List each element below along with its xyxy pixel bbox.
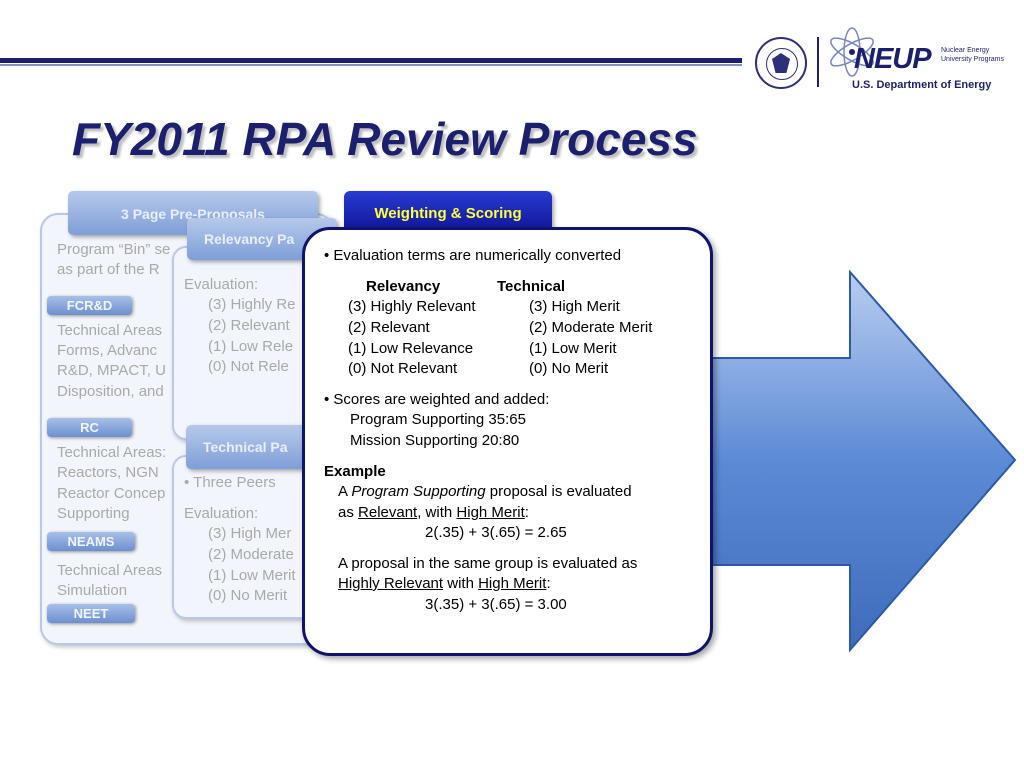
example-heading: Example [324, 463, 386, 480]
example1-line2: as Relevant, with High Merit: [338, 503, 529, 524]
relevancy-cell: (0) Not Relevant [348, 360, 458, 377]
example1-technical: High Merit [456, 504, 525, 521]
program-text-line: Forms, Advanc [57, 342, 158, 359]
program-label-neams: NEAMS [47, 532, 135, 551]
bin-text-line: as part of the R [57, 261, 160, 278]
atom-icon [830, 27, 874, 77]
example1-as: as [338, 504, 359, 521]
program-text-line: Supporting [57, 505, 130, 522]
relevancy-cell: (3) Highly Relevant [348, 298, 476, 315]
relevancy-item: (2) Relevant [208, 317, 290, 334]
example1-with: , with [417, 504, 457, 521]
technical-cell: (3) High Merit [529, 298, 620, 315]
example1-program-type: Program Supporting [351, 483, 486, 500]
technical-item: (3) High Mer [208, 525, 292, 542]
example1-rest: proposal is evaluated [485, 483, 632, 500]
example1-relevancy: Relevant [358, 504, 418, 521]
doe-seal-icon [755, 37, 807, 89]
program-label-fcrd: FCR&D [47, 296, 132, 315]
technical-item: (2) Moderate [208, 546, 294, 563]
program-text-line: Simulation [57, 582, 128, 599]
example2-with: with [443, 575, 479, 592]
example1-formula: 2(.35) + 3(.65) = 2.65 [425, 524, 567, 541]
program-label-neet: NEET [47, 604, 135, 623]
example2-line1: A proposal in the same group is evaluate… [338, 555, 638, 572]
logo-divider [817, 37, 819, 87]
technical-item: (1) Low Merit [208, 567, 296, 584]
technical-evaluation-label: Evaluation: [184, 505, 259, 522]
relevancy-panel [172, 246, 326, 440]
relevancy-cell: (2) Relevant [348, 319, 430, 336]
scoring-bullet-2: • Scores are weighted and added: [324, 391, 550, 408]
relevancy-evaluation-label: Evaluation: [184, 276, 259, 293]
example2-technical: High Merit [478, 575, 547, 592]
col-header-technical: Technical [497, 278, 566, 295]
col-header-relevancy: Relevancy [366, 278, 441, 295]
technical-bullet: • Three Peers [184, 474, 276, 491]
program-text-line: R&D, MPACT, U [57, 362, 166, 379]
example2-relevancy: Highly Relevant [338, 575, 444, 592]
weight-line: Program Supporting 35:65 [350, 411, 526, 428]
scoring-bullet-1-text: Evaluation terms are numerically convert… [333, 247, 622, 264]
weighting-scoring-panel [302, 227, 713, 656]
header-rule [0, 58, 742, 63]
relevancy-item: (1) Low Rele [208, 338, 294, 355]
example1-colon: : [524, 504, 529, 521]
neup-wordmark: NEUP [854, 43, 932, 75]
program-text-line: Technical Areas [57, 322, 163, 339]
example1-line1: A Program Supporting proposal is evaluat… [338, 482, 632, 503]
example2-line2: Highly Relevant with High Merit: [338, 574, 551, 595]
example1-a: A [338, 483, 352, 500]
example2-colon: : [546, 575, 551, 592]
scoring-bullet-2-text: Scores are weighted and added: [333, 391, 550, 408]
technical-cell: (1) Low Merit [529, 340, 617, 357]
header-rule-accent [0, 64, 742, 66]
technical-item: (0) No Merit [208, 587, 288, 604]
program-text-line: Disposition, and [57, 383, 164, 400]
doe-label: U.S. Department of Energy [852, 79, 992, 91]
program-text-line: Reactors, NGN [57, 464, 159, 481]
relevancy-cell: (1) Low Relevance [348, 340, 474, 357]
program-text-line: Technical Areas: [57, 444, 167, 461]
example2-formula: 3(.35) + 3(.65) = 3.00 [425, 596, 567, 613]
program-text-line: Technical Areas [57, 562, 163, 579]
relevancy-item: (0) Not Rele [208, 358, 289, 375]
technical-cell: (0) No Merit [529, 360, 609, 377]
weight-line: Mission Supporting 20:80 [350, 432, 520, 449]
program-label-rc: RC [47, 418, 132, 437]
technical-panel [172, 455, 326, 619]
neup-subtitle: Nuclear Energy University Programs [941, 47, 1005, 63]
relevancy-item: (3) Highly Re [208, 296, 296, 313]
program-text-line: Reactor Concep [57, 485, 166, 502]
slide-title: FY2011 RPA Review Process [72, 113, 698, 165]
technical-cell: (2) Moderate Merit [529, 319, 653, 336]
bin-text-line: Program “Bin” se [57, 241, 171, 258]
technical-bullet-text: Three Peers [193, 474, 276, 491]
scoring-bullet-1: • Evaluation terms are numerically conve… [324, 247, 622, 264]
